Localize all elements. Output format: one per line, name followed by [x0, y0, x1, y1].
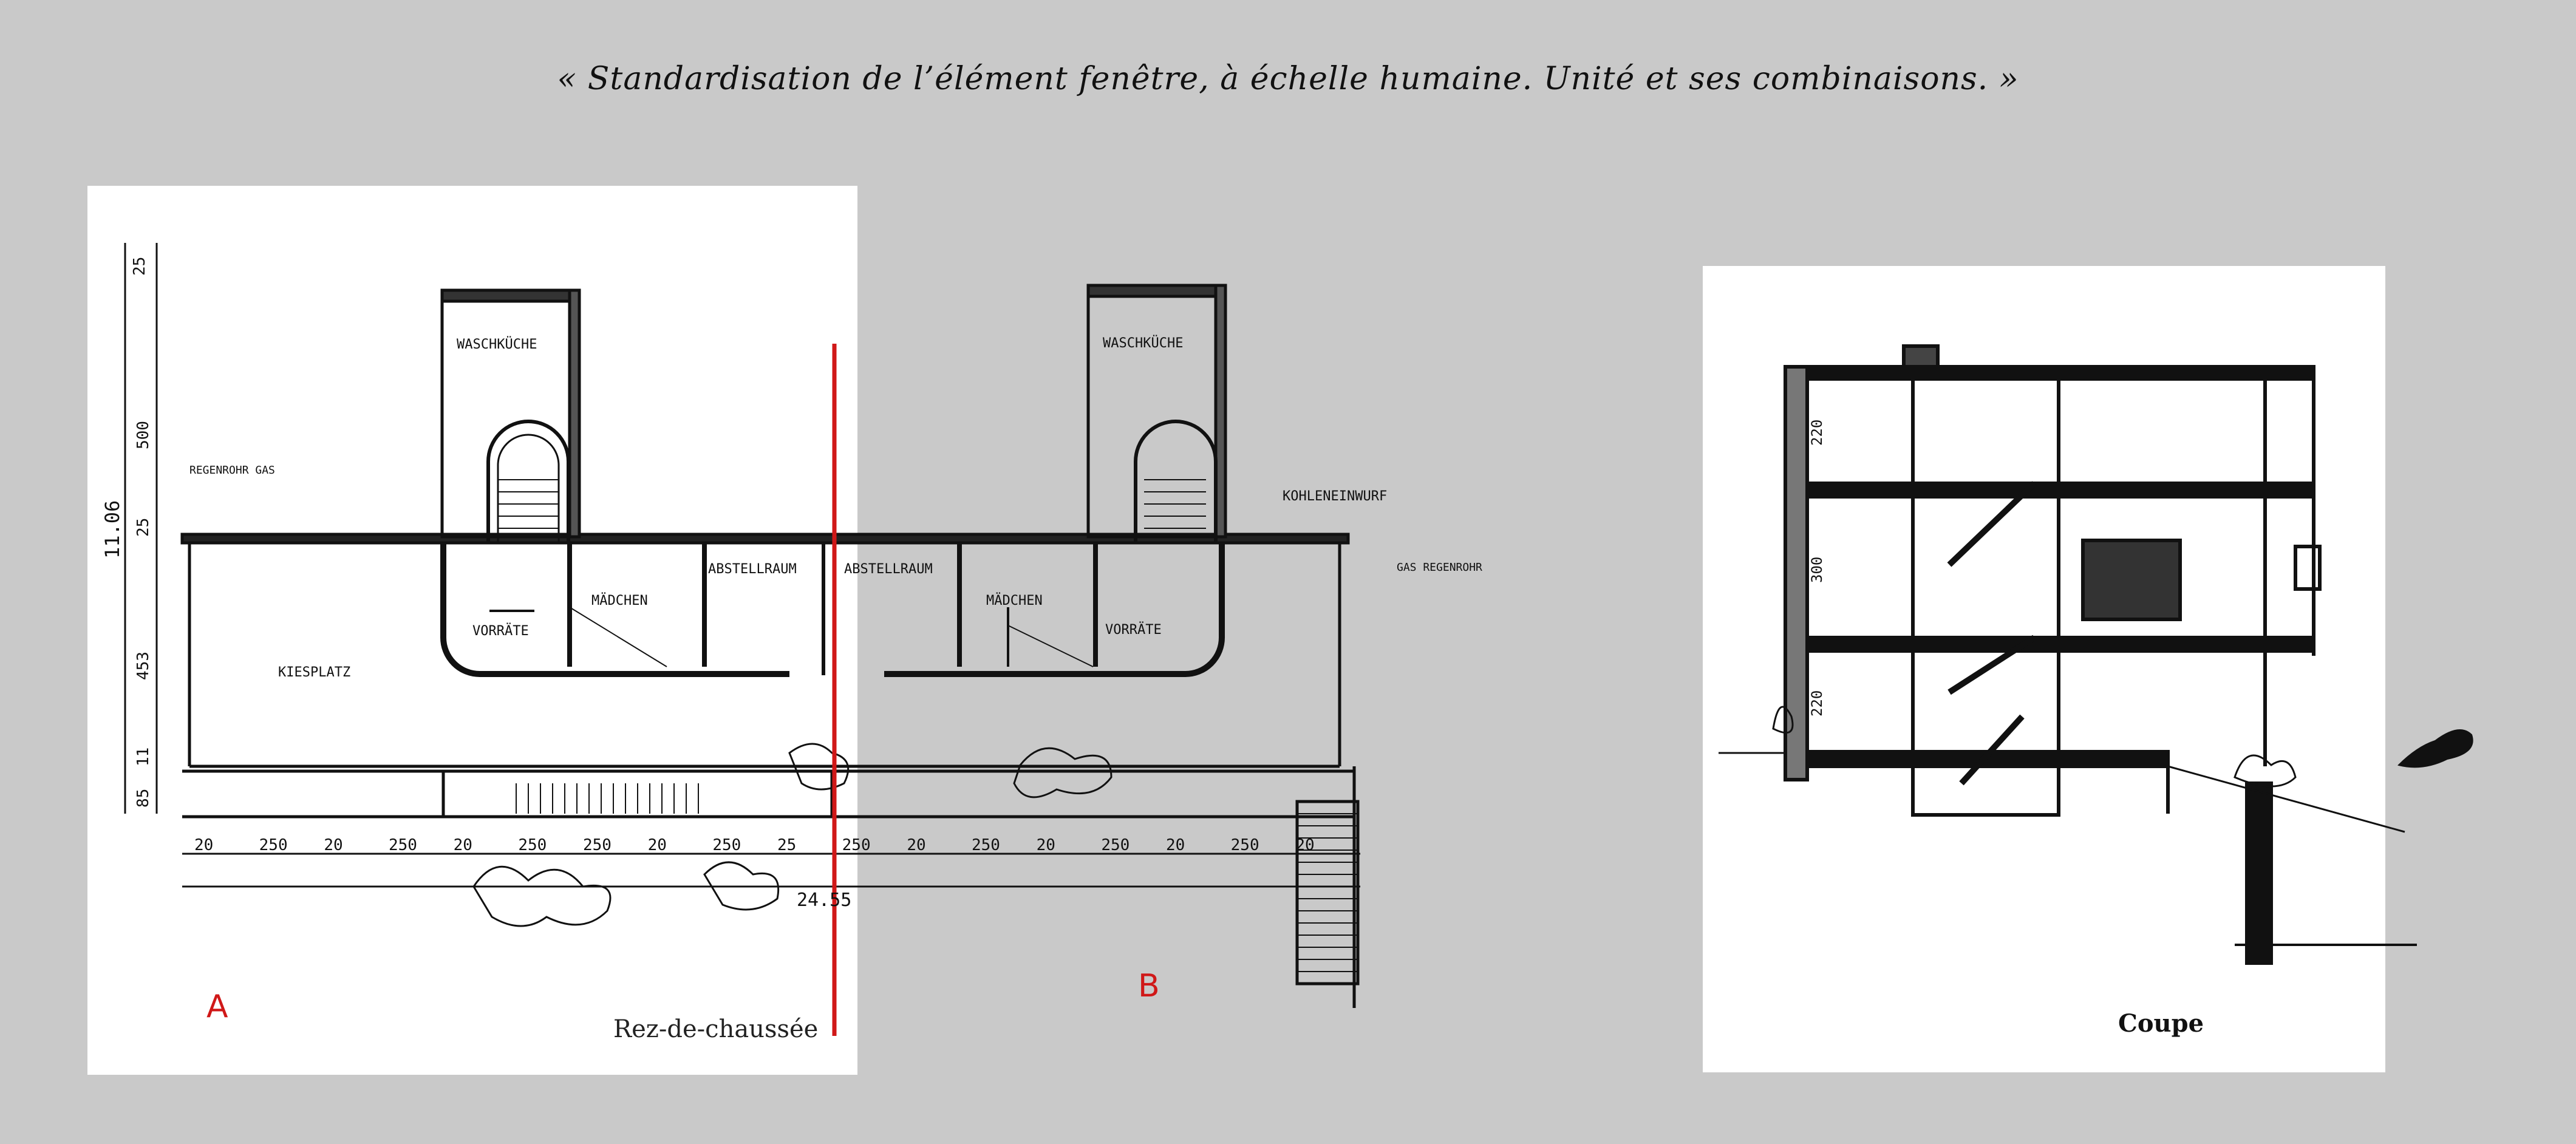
- dim-h-9: 25: [777, 836, 796, 854]
- dim-h-1: 250: [259, 836, 288, 854]
- dim-h-6: 250: [583, 836, 612, 854]
- room-abstellraum-b: ABSTELLRAUM: [844, 562, 933, 577]
- room-waschkuche-b: WASCHKÜCHE: [1103, 335, 1183, 351]
- label-gas-regenrohr: GAS REGENROHR: [1397, 561, 1482, 574]
- room-kiesplatz: KIESPLATZ: [278, 665, 350, 680]
- dim-v-overall: 11.06: [101, 500, 124, 559]
- marker-a: A: [206, 989, 228, 1025]
- dim-h-12: 250: [972, 836, 1000, 854]
- dim-h-13: 20: [1037, 836, 1055, 854]
- marker-b: B: [1138, 968, 1160, 1004]
- plan-caption: Rez-de-chaussée: [613, 1015, 819, 1043]
- dim-h-8: 250: [712, 836, 741, 854]
- dim-v-1: 500: [134, 421, 152, 449]
- room-vorrate-a: VORRÄTE: [472, 623, 529, 639]
- room-abstellraum-a: ABSTELLRAUM: [708, 562, 797, 577]
- dim-v-3: 453: [134, 652, 152, 680]
- page-caption: « Standardisation de l’élément fenêtre, …: [557, 61, 2019, 97]
- room-vorrate-b: VORRÄTE: [1105, 622, 1162, 638]
- dim-h-17: 20: [1295, 836, 1314, 854]
- dim-h-0: 20: [194, 836, 213, 854]
- dim-h-15: 20: [1166, 836, 1185, 854]
- section-caption: Coupe: [2118, 1009, 2204, 1038]
- section-drawing: [1719, 344, 2473, 965]
- dim-h-5: 250: [518, 836, 547, 854]
- dim-v-4: 11: [134, 747, 152, 766]
- dim-v-5: 85: [134, 789, 152, 808]
- dim-h-3: 250: [389, 836, 417, 854]
- room-madchen-b: MÄDCHEN: [986, 593, 1043, 608]
- dim-h-14: 250: [1101, 836, 1130, 854]
- dim-h-4: 20: [454, 836, 472, 854]
- dim-h-7: 20: [648, 836, 667, 854]
- section-dim-0: 220: [1808, 420, 1825, 446]
- room-madchen-a: MÄDCHEN: [591, 593, 648, 608]
- section-dim-1: 300: [1808, 557, 1825, 583]
- label-kohleneinwurf: KOHLENEINWURF: [1283, 489, 1387, 504]
- dim-h-overall: 24.55: [797, 890, 851, 911]
- plan-panel-a: [87, 186, 857, 1075]
- room-waschkuche-a: WASCHKÜCHE: [457, 336, 537, 352]
- dim-h-16: 250: [1231, 836, 1259, 854]
- dim-h-10: 250: [842, 836, 871, 854]
- dim-h-11: 20: [907, 836, 925, 854]
- label-regenrohr-gas: REGENROHR GAS: [189, 464, 275, 477]
- dim-v-0: 25: [131, 257, 149, 276]
- section-dim-2: 220: [1808, 690, 1825, 717]
- dim-v-2: 25: [134, 518, 152, 537]
- dim-h-2: 20: [324, 836, 342, 854]
